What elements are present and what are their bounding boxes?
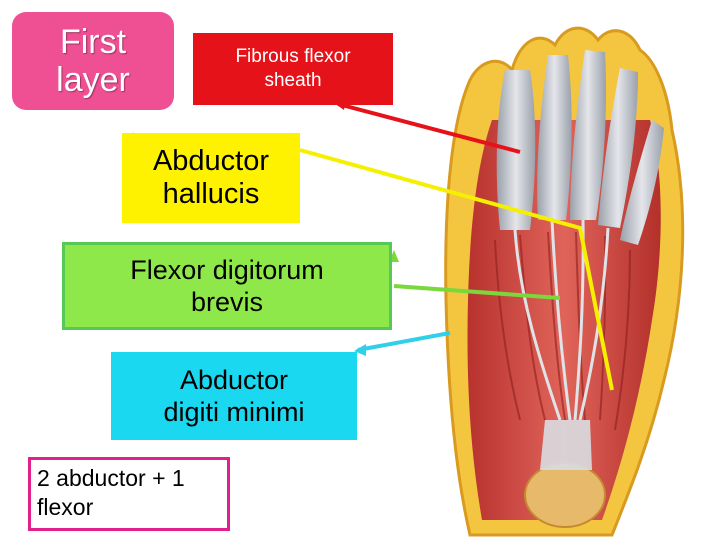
leader-fibrous-sheath	[337, 102, 521, 154]
tendon-lines	[513, 219, 610, 421]
label-abductor-digiti-minimi: Abductor digiti minimi	[111, 352, 357, 440]
title-first-layer: First layer	[12, 12, 174, 110]
label-abductor-hallucis: Abductor hallucis	[122, 133, 300, 223]
label-fibrous-flexor-sheath: Fibrous flexor sheath	[193, 33, 393, 105]
label-flexor-digitorum-brevis: Flexor digitorum brevis	[62, 242, 392, 330]
leader-abductor-hallucis	[299, 148, 614, 391]
heel-pad	[524, 462, 606, 528]
leader-abductor-digiti-minimi	[357, 331, 451, 352]
arrowhead-adm	[354, 344, 366, 356]
plantar-aponeurosis	[540, 420, 592, 470]
leader-flexor-digitorum-brevis	[393, 284, 561, 300]
summary-note: 2 abductor + 1 flexor	[28, 457, 230, 531]
